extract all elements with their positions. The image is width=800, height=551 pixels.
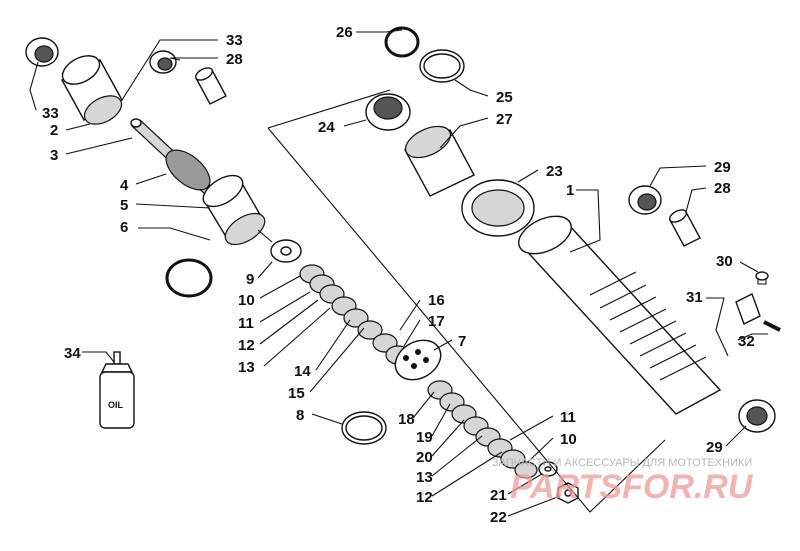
part-5-shock-head	[202, 174, 273, 246]
callout-33-top: 33	[226, 32, 243, 49]
callout-12-lower: 12	[416, 489, 433, 506]
callout-15: 15	[288, 385, 305, 402]
callout-5: 5	[120, 197, 128, 214]
part-33-bushing-right	[149, 50, 177, 74]
callout-2: 2	[50, 122, 58, 139]
callout-1: 1	[566, 182, 574, 199]
callout-20: 20	[416, 449, 433, 466]
callout-6: 6	[120, 219, 128, 236]
part-34-oil-bottle: OIL	[99, 351, 135, 429]
callout-3: 3	[50, 147, 58, 164]
part-22-nut	[557, 482, 579, 504]
part-33-bushing-left	[25, 37, 59, 67]
callout-11-lower: 11	[560, 409, 576, 426]
callout-10-upper: 10	[238, 292, 255, 309]
callout-32: 32	[738, 333, 755, 350]
callout-26: 26	[336, 24, 353, 41]
part-31-valve	[735, 293, 761, 325]
callout-18: 18	[398, 411, 415, 428]
callout-16: 16	[428, 292, 445, 309]
callout-25: 25	[496, 89, 513, 106]
callout-4: 4	[120, 177, 129, 194]
part-26-o-ring	[384, 26, 420, 58]
callout-30: 30	[716, 253, 733, 270]
callout-13-upper: 13	[238, 359, 255, 376]
callout-34: 34	[64, 345, 81, 362]
part-8-piston-ring	[341, 411, 387, 445]
callout-9: 9	[246, 271, 254, 288]
part-23-collar	[461, 179, 535, 237]
callout-22: 22	[490, 509, 507, 526]
callout-12-upper: 12	[238, 337, 255, 354]
watermark-tagline: ЗАПЧАСТИ И АКСЕССУАРЫ ДЛЯ МОТОТЕХНИКИ	[492, 457, 752, 469]
callout-29-bottom: 29	[706, 439, 723, 456]
callout-11-upper: 11	[238, 315, 254, 332]
callout-14: 14	[294, 363, 311, 380]
callout-7: 7	[458, 333, 466, 350]
callout-24: 24	[318, 119, 335, 136]
part-7-piston	[394, 339, 442, 381]
part-29-bushing-top	[628, 185, 662, 215]
part-6-o-ring	[165, 258, 213, 298]
part-1-body	[518, 215, 722, 415]
callout-13-lower: 13	[416, 469, 433, 486]
callout-8: 8	[296, 407, 304, 424]
group-bracket	[267, 89, 666, 513]
leader-lines	[29, 29, 768, 517]
watermark-logo: PARTSFOR.RU	[510, 468, 754, 506]
callout-29-top: 29	[714, 159, 731, 176]
callout-17: 17	[428, 313, 445, 330]
part-9-washer	[270, 239, 302, 263]
shim-stack-lower	[427, 380, 538, 479]
part-28-sleeve-right	[669, 209, 701, 247]
callout-28-top: 28	[226, 51, 243, 68]
part-27-bearing	[404, 125, 475, 197]
oil-label: OIL	[108, 400, 124, 410]
part-30-cap	[755, 271, 769, 285]
callout-28-right: 28	[714, 180, 731, 197]
callout-31: 31	[686, 289, 703, 306]
callout-10-lower: 10	[560, 431, 577, 448]
callout-labels: 33 28 33 2 3 4 5 6 9 10 11 12 13 14 15 1…	[42, 24, 755, 526]
callout-23: 23	[546, 163, 563, 180]
callout-27: 27	[496, 111, 513, 128]
callout-33-left: 33	[42, 105, 59, 122]
part-4-bump-stop	[165, 149, 211, 191]
shim-stack-upper	[299, 264, 383, 340]
part-29-bushing-bottom	[738, 399, 776, 433]
part-2-eyelet	[61, 55, 123, 125]
part-28-sleeve-left	[195, 67, 227, 105]
part-25-ring	[419, 49, 465, 83]
part-32-valve-core	[763, 320, 781, 332]
callout-19: 19	[416, 429, 433, 446]
part-24-cap	[365, 93, 411, 131]
callout-21: 21	[490, 487, 507, 504]
